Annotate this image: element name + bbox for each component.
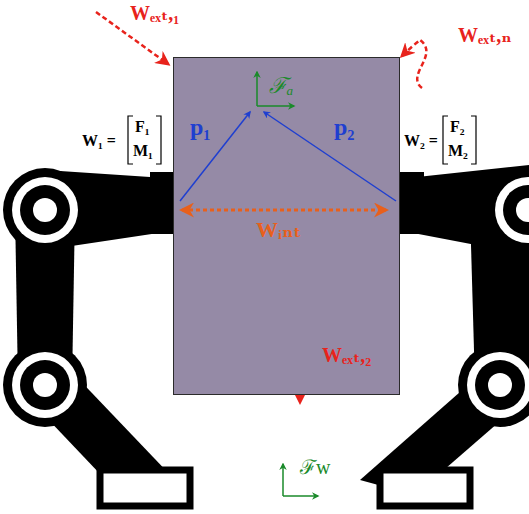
external-wrench-label: Wₑₓₜ,₁ — [130, 2, 179, 24]
internal-wrench-arrow — [182, 209, 386, 212]
wrench-label: W₂ = — [404, 132, 438, 150]
matrix-bracket — [471, 116, 476, 164]
matrix-bracket — [128, 116, 133, 164]
matrix-bracket — [443, 116, 448, 164]
frame-label: ℱₐ — [269, 74, 293, 98]
world-frame-axis — [282, 464, 284, 496]
vector-label: p₂ — [334, 114, 355, 140]
frame-label: ℱw — [300, 456, 330, 478]
position-vector — [180, 112, 250, 201]
matrix-entry: F₂ — [450, 118, 465, 136]
position-vector — [264, 112, 396, 201]
external-wrench-arrow — [402, 40, 426, 88]
world-frame-axis — [283, 495, 318, 497]
internal-wrench-label: Wᵢₙₜ — [256, 218, 301, 242]
object-frame-axis — [257, 105, 294, 107]
left-robot-arm — [3, 168, 190, 506]
matrix-bracket — [156, 116, 161, 164]
external-wrench-label: Wₑₓₜ,ₙ — [458, 24, 512, 46]
external-wrench-label: Wₑₓₜ,₂ — [322, 344, 371, 366]
matrix-entry: M₂ — [448, 142, 468, 160]
matrix-entry: F₁ — [135, 118, 150, 136]
object-frame-axis — [256, 72, 258, 106]
vector-label: p₁ — [190, 114, 211, 140]
wrench-label: W₁ = — [82, 132, 116, 150]
matrix-entry: M₁ — [133, 142, 153, 160]
